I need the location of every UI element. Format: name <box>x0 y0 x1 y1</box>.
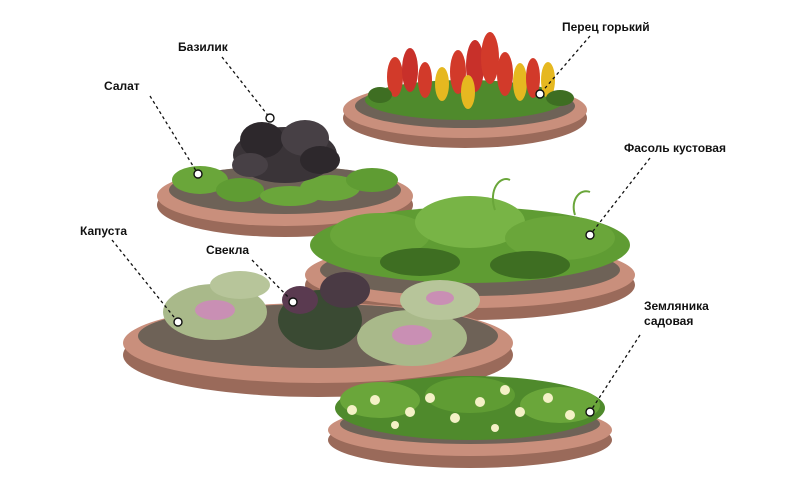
label-pepper: Перец горький <box>562 20 650 34</box>
marker-cabbage <box>173 317 183 327</box>
label-strawberry: Земляника садовая <box>644 299 709 329</box>
bean-bed <box>305 178 635 320</box>
label-cabbage: Капуста <box>80 224 127 238</box>
bean-plants <box>310 178 630 283</box>
leader-lettuce <box>149 95 199 175</box>
leader-bean <box>589 157 651 236</box>
beet-plants <box>278 272 370 350</box>
cabbage-beet-bed <box>123 271 513 397</box>
label-strawberry-line1: Земляника <box>644 299 709 313</box>
strawberry-bed <box>328 376 612 468</box>
label-basil: Базилик <box>178 40 228 54</box>
basil-plants <box>232 120 340 183</box>
label-strawberry-line2: садовая <box>644 314 694 328</box>
strawberry-plants <box>335 376 605 440</box>
label-bean: Фасоль кустовая <box>624 141 726 155</box>
leader-beet <box>251 259 294 303</box>
label-lettuce: Салат <box>104 79 140 93</box>
pepper-bed <box>343 32 587 148</box>
leader-lines <box>111 35 651 417</box>
marker-basil <box>265 113 275 123</box>
marker-strawberry <box>585 407 595 417</box>
pepper-plants <box>365 32 574 120</box>
cabbage-plants <box>163 271 480 366</box>
leader-pepper <box>539 35 591 95</box>
marker-pepper <box>535 89 545 99</box>
lettuce-plants <box>172 166 398 206</box>
label-beet: Свекла <box>206 243 250 257</box>
leader-basil <box>221 56 271 119</box>
marker-lettuce <box>193 169 203 179</box>
marker-bean <box>585 230 595 240</box>
leader-strawberry <box>589 334 641 413</box>
marker-beet <box>288 297 298 307</box>
